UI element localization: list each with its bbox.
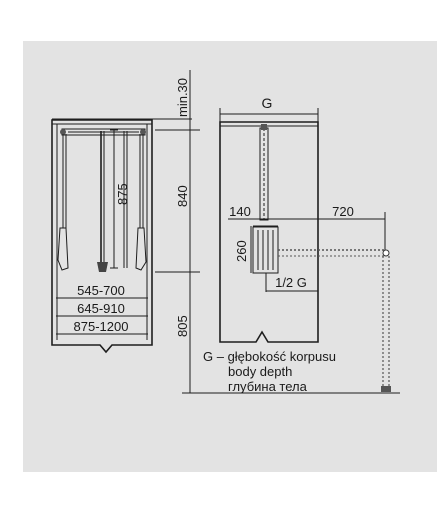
legend-line-en: body depth (228, 364, 292, 379)
extended-pivot (382, 249, 390, 257)
side-cabinet-outline (219, 121, 319, 343)
dim-140-label: 140 (229, 204, 251, 219)
lift-left-damper (57, 227, 69, 271)
lift-right-damper (135, 227, 147, 271)
side-mechanism-mount (261, 124, 267, 130)
width-range-2: 645-910 (77, 301, 125, 316)
side-hanger-bracket (252, 226, 279, 274)
lift-right-arm (139, 134, 144, 228)
dim-half-label: 1/2 G (275, 275, 307, 290)
lift-right-pivot (140, 129, 146, 135)
dim-805-label: 805 (175, 315, 190, 337)
front-cabinet-outline (51, 119, 153, 354)
extended-arm-dotted (382, 256, 390, 386)
dim-260-label: 260 (234, 240, 249, 262)
dim-g-label: G (262, 95, 273, 111)
lift-handle (97, 262, 108, 272)
dim-840-label: 840 (175, 185, 190, 207)
extended-handle (381, 386, 391, 392)
legend-line-pl: G – głębokość korpusu (203, 349, 336, 364)
dim-875-label: 875 (115, 183, 130, 205)
vertical-dimensions: min.30 840 805 (52, 70, 400, 394)
legend-line-ru: глубина тела (228, 379, 308, 394)
front-view: 875 545-700 645-910 875-1200 (51, 119, 153, 354)
side-view: G 140 720 260 1/2 G (219, 95, 391, 392)
width-range-1: 545-700 (77, 283, 125, 298)
side-hanger-detail (257, 230, 274, 270)
lift-left-pivot (60, 129, 66, 135)
dim-min30-label: min.30 (175, 78, 190, 117)
legend: G – głębokość korpusu body depth глубина… (203, 349, 336, 394)
dim-720-label: 720 (332, 204, 354, 219)
lift-left-arm (62, 134, 67, 228)
width-range-3: 875-1200 (74, 319, 129, 334)
